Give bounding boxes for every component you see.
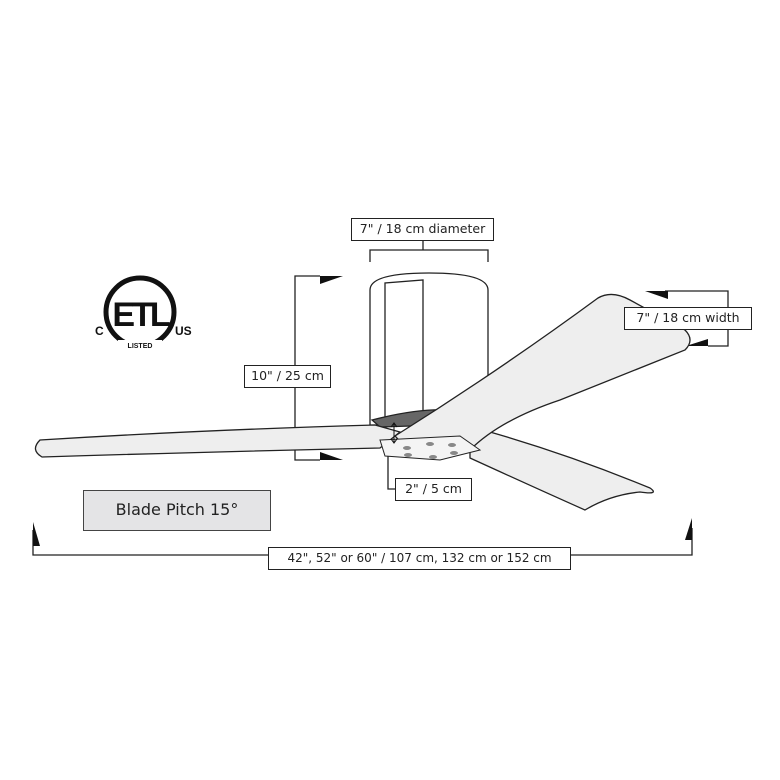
height-label: 10" / 25 cm xyxy=(244,365,331,388)
canopy-diameter-label: 7" / 18 cm diameter xyxy=(351,218,494,241)
blade-pitch-label: Blade Pitch 15° xyxy=(83,490,271,531)
blade-left xyxy=(34,424,402,458)
blade-lower xyxy=(469,431,654,511)
clearance-label: 2" / 5 cm xyxy=(395,478,472,501)
etl-c-label: C xyxy=(95,324,104,338)
diameter-bracket xyxy=(369,241,489,262)
etl-us-label: US xyxy=(175,324,192,338)
span-label: 42", 52" or 60" / 107 cm, 132 cm or 152 … xyxy=(268,547,571,570)
svg-text:ETL: ETL xyxy=(112,296,169,334)
blade-width-label: 7" / 18 cm width xyxy=(624,307,752,330)
blade-upper xyxy=(393,293,691,453)
svg-text:LISTED: LISTED xyxy=(128,343,153,350)
etl-logo: ETL LISTED xyxy=(103,275,177,350)
hub-screws xyxy=(403,442,458,459)
